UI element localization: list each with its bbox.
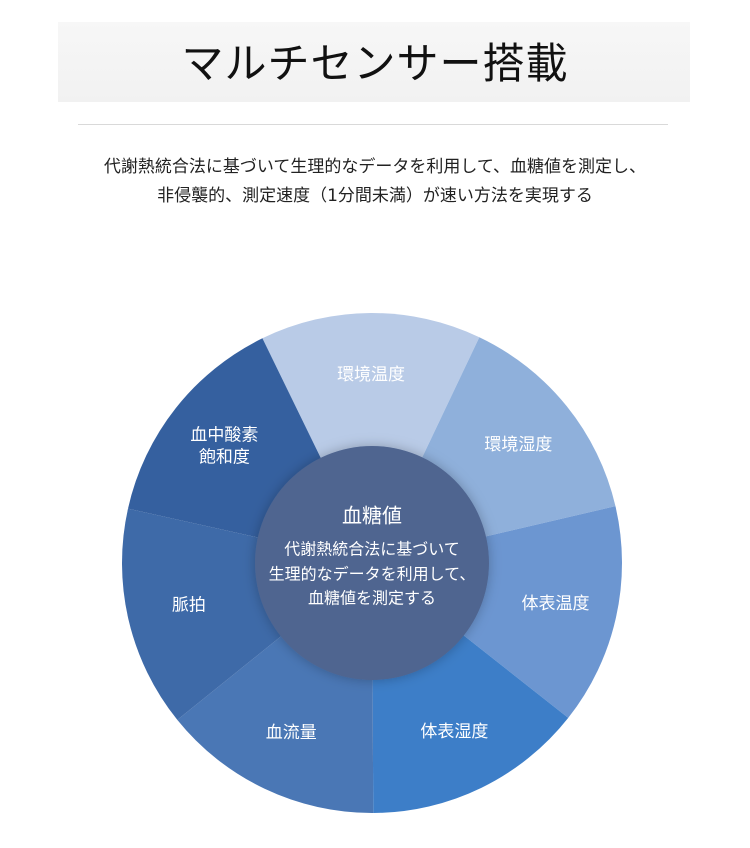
segment-label-7-line-2: 飽和度 [199, 448, 250, 468]
center-circle [255, 446, 489, 680]
segment-label-7-line-1: 血中酸素 [190, 426, 258, 446]
segment-1 [262, 313, 480, 563]
description-line-2: 非侵襲的、測定速度（1分間未満）が速い方法を実現する [157, 186, 593, 206]
divider [78, 124, 668, 125]
segment-label-2-line-1: 環境湿度 [484, 435, 552, 455]
center-title: 血糖値 [342, 504, 402, 528]
page-title: マルチセンサー搭載 [181, 39, 569, 88]
segment-label-5-line-1: 血流量 [266, 723, 317, 743]
title-band [58, 22, 690, 102]
center-desc-line-3: 血糖値を測定する [308, 589, 436, 608]
segment-label-3-line-1: 体表温度 [521, 594, 589, 614]
center-desc-line-1: 代謝熱統合法に基づいて [284, 540, 460, 559]
segment-label-6-line-1: 脈拍 [172, 596, 206, 616]
segment-label-4-line-1: 体表湿度 [420, 722, 488, 742]
description-line-1: 代謝熱統合法に基づいて生理的なデータを利用して、血糖値を測定し、 [103, 157, 647, 177]
center-desc-line-2: 生理的なデータを利用して、 [269, 565, 476, 584]
segment-label-1-line-1: 環境温度 [337, 365, 405, 385]
